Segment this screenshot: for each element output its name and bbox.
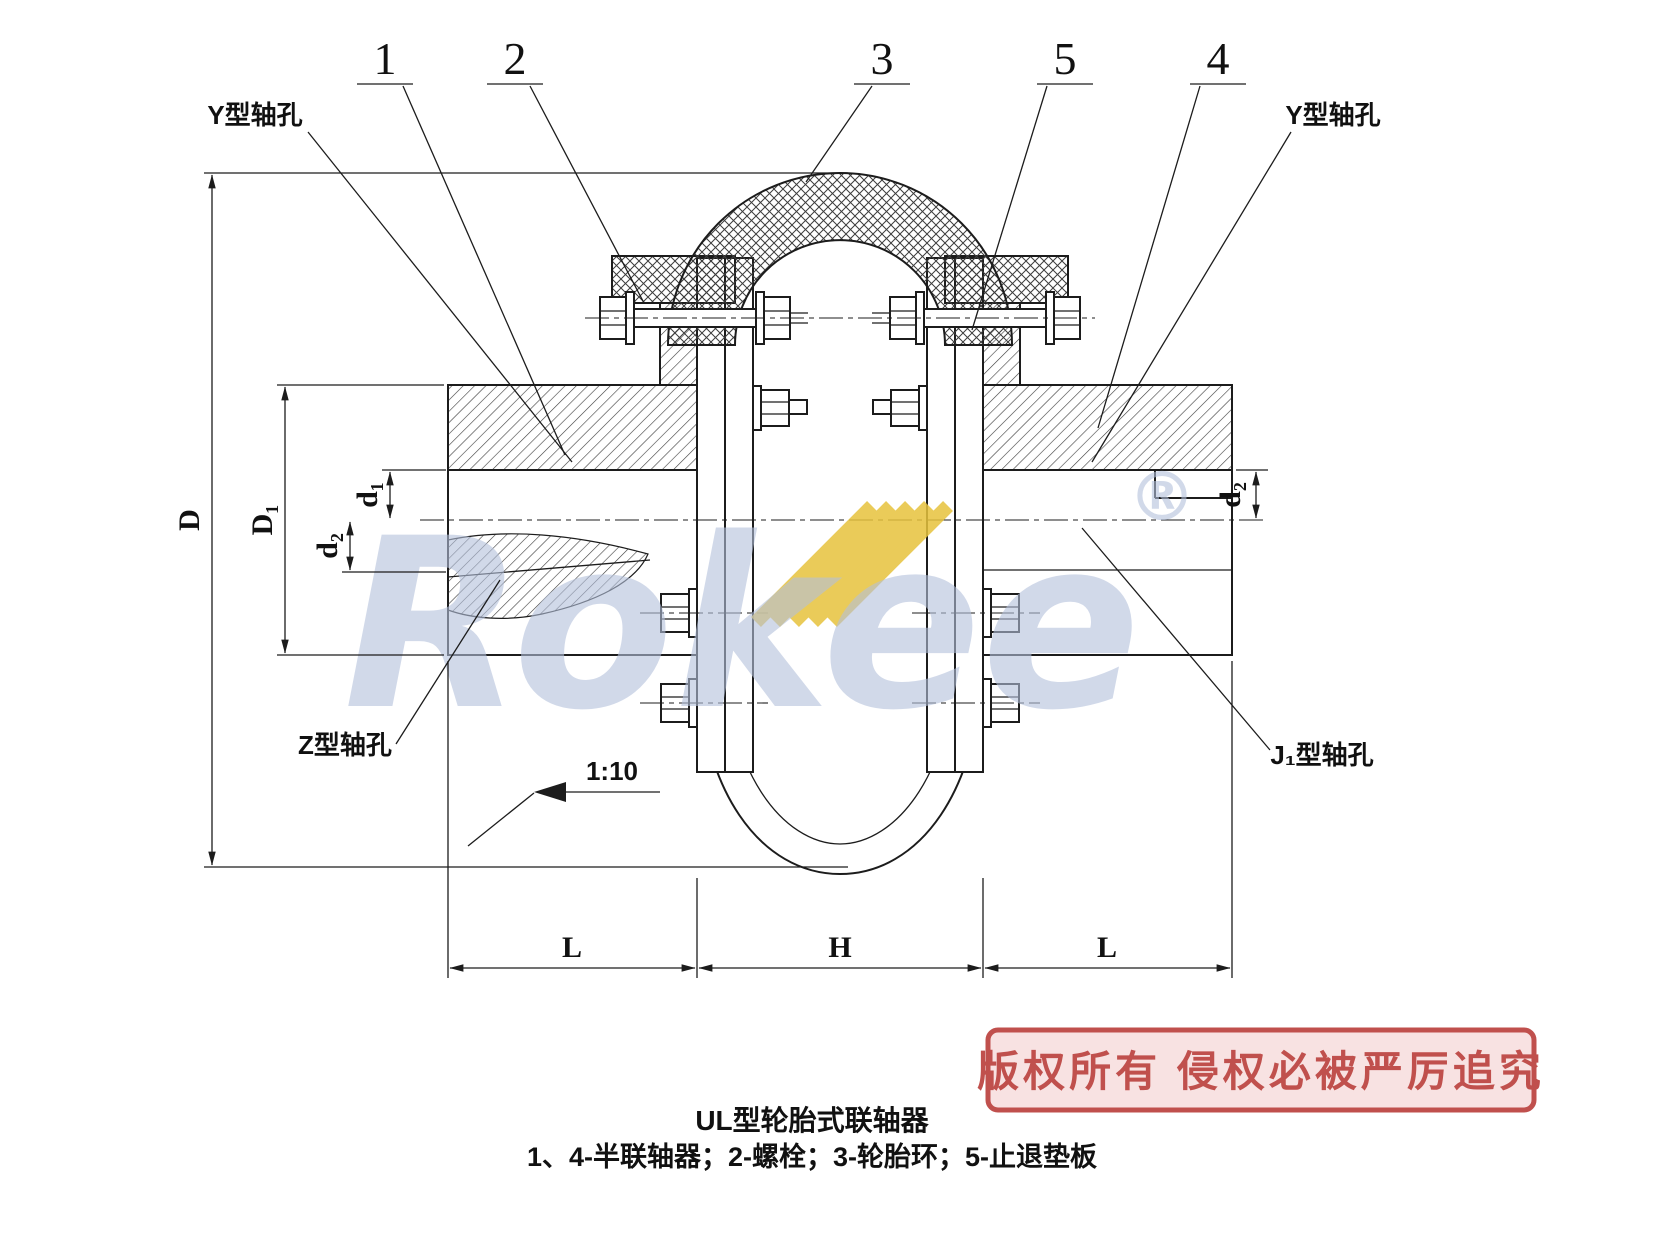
callout-2: 2	[487, 33, 645, 304]
label-text-z: Z型轴孔	[298, 730, 392, 760]
callout-label-5: 5	[1054, 33, 1077, 84]
dim-label-L-right: L	[1097, 931, 1117, 964]
label-y-bore-right: Y型轴孔	[1091, 100, 1381, 463]
dim-D: D	[173, 172, 848, 868]
dim-label-H: H	[828, 931, 851, 964]
dim-d2-right: d₂	[1214, 469, 1268, 519]
dim-d1: d₁	[351, 469, 446, 519]
label-text-y-right: Y型轴孔	[1285, 100, 1380, 130]
registered-trademark-icon: ®	[1128, 458, 1196, 537]
label-j1-bore: J₁型轴孔	[1081, 527, 1374, 770]
caption-title: UL型轮胎式联轴器	[695, 1105, 929, 1136]
callout-5: 5	[971, 33, 1093, 331]
dim-label-d2-right: d₂	[1214, 482, 1247, 508]
watermark: Rokee ®	[343, 458, 1196, 762]
callout-label-1: 1	[374, 33, 397, 84]
dim-d2-left: d₂	[311, 521, 446, 573]
dims-bottom: L H L	[447, 661, 1233, 978]
dim-label-d1: d₁	[351, 482, 384, 508]
stamp-text: 版权所有 侵权必被严厉追究	[977, 1048, 1545, 1095]
watermark-stripes	[751, 501, 953, 627]
middle-nut-left	[752, 385, 808, 431]
dim-D1: D₁	[246, 384, 444, 656]
caption: UL型轮胎式联轴器 1、4-半联轴器；2-螺栓；3-轮胎环；5-止退垫板	[527, 1105, 1097, 1172]
label-z-bore: Z型轴孔	[298, 579, 501, 760]
dim-label-D: D	[173, 509, 206, 531]
dim-label-d2-left: d₂	[311, 533, 344, 559]
middle-nut-right	[872, 385, 928, 431]
label-text-j1: J₁型轴孔	[1270, 740, 1373, 770]
callout-label-4: 4	[1207, 33, 1230, 84]
taper-arrow-icon	[534, 782, 566, 802]
centerlines	[420, 317, 1265, 704]
copyright-stamp: 版权所有 侵权必被严厉追究	[977, 1027, 1545, 1113]
stamp-border	[985, 1027, 1537, 1113]
label-text-y-left: Y型轴孔	[207, 100, 302, 130]
callout-3: 3	[805, 33, 910, 183]
dim-label-D1: D₁	[246, 505, 279, 536]
taper-ratio-label: 1:10	[586, 756, 638, 786]
callout-label-2: 2	[504, 33, 527, 84]
callout-1: 1	[357, 33, 566, 456]
callout-4: 4	[1097, 33, 1246, 429]
caption-parts: 1、4-半联轴器；2-螺栓；3-轮胎环；5-止退垫板	[527, 1142, 1097, 1172]
taper-annotation: 1:10	[467, 756, 660, 847]
dim-label-L-left: L	[562, 931, 582, 964]
label-y-bore-left: Y型轴孔	[207, 100, 573, 463]
watermark-brand: Rokee	[343, 489, 1140, 762]
callout-label-3: 3	[871, 33, 894, 84]
